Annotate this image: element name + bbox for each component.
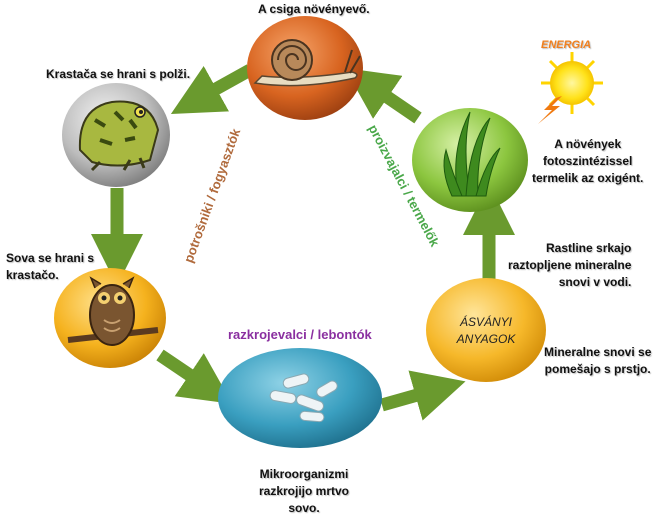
grass-icon bbox=[443, 111, 501, 197]
arrow-microbes-to-minerals bbox=[380, 370, 466, 421]
frog-node bbox=[62, 83, 170, 187]
arrow-owl-to-microbes bbox=[156, 349, 233, 404]
mineral-caption-line-1: Mineralne snovi se bbox=[544, 345, 652, 359]
mineral-caption-line-2: pomešajo s prstjo. bbox=[544, 362, 651, 376]
plant-absorb-caption: Rastline srkajo raztopljene mineralne sn… bbox=[508, 240, 631, 291]
microbes-node bbox=[218, 348, 382, 448]
food-cycle-diagram bbox=[54, 16, 603, 448]
arrow-snail-to-frog bbox=[170, 64, 254, 114]
snail-node bbox=[247, 16, 363, 120]
plant-caption-line-3: termelik az oxigént. bbox=[532, 171, 644, 185]
microbes-caption: Mikroorganizmi razkrojijo mrtvo sovo. bbox=[244, 466, 364, 517]
frog-caption: Krastača se hrani s polži. bbox=[46, 67, 191, 81]
microbes-icon bbox=[269, 373, 338, 423]
plant-absorb-line-3: snovi v vodi. bbox=[558, 275, 632, 289]
plant-node bbox=[412, 108, 528, 212]
owl-node bbox=[54, 268, 166, 368]
frog-icon bbox=[78, 100, 160, 172]
plant-caption-line-1: A növények bbox=[554, 137, 622, 151]
decomposers-label: razkrojevalci / lebontók bbox=[228, 327, 372, 342]
mineral-label-line-1: ÁSVÁNYI bbox=[459, 315, 513, 329]
plant-caption: A növények fotoszintézissel termelik az … bbox=[532, 136, 643, 187]
microbes-caption-line-2: razkrojijo mrtvo sovo. bbox=[258, 484, 350, 515]
minerals-node bbox=[426, 278, 546, 382]
plant-caption-line-2: fotoszintézissel bbox=[543, 154, 633, 168]
cycle-arrows bbox=[91, 64, 515, 421]
lightning-icon bbox=[538, 96, 562, 124]
mineral-caption: Mineralne snovi se pomešajo s prstjo. bbox=[544, 344, 651, 378]
snail-caption: A csiga növényevő. bbox=[258, 2, 370, 16]
mineral-label-line-2: ANYAGOK bbox=[456, 332, 516, 346]
owl-caption: Sova se hrani s krastačo. bbox=[6, 250, 94, 284]
plant-absorb-line-2: raztopljene mineralne bbox=[508, 258, 632, 272]
energy-label: ENERGIA bbox=[541, 39, 592, 51]
owl-caption-line-2: krastačo. bbox=[6, 268, 59, 282]
arrow-plant-to-snail bbox=[344, 68, 422, 124]
plant-absorb-line-1: Rastline srkajo bbox=[546, 241, 632, 255]
sun-icon bbox=[538, 52, 603, 124]
owl-caption-line-1: Sova se hrani s bbox=[6, 251, 95, 265]
snail-icon bbox=[253, 39, 361, 87]
microbes-caption-line-1: Mikroorganizmi bbox=[259, 467, 349, 481]
mineral-label: ÁSVÁNYI ANYAGOK bbox=[446, 314, 526, 348]
owl-icon bbox=[67, 276, 159, 346]
